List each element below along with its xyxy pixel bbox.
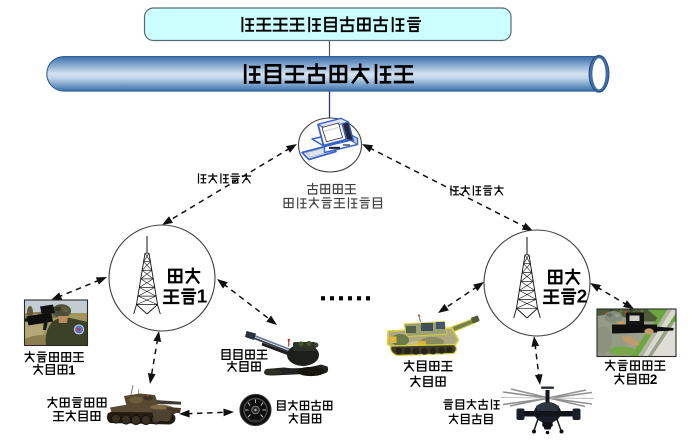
svg-text:1: 1 — [68, 363, 75, 378]
svg-text:2: 2 — [650, 372, 657, 387]
svg-text:2: 2 — [577, 287, 588, 308]
svg-text:1: 1 — [197, 287, 208, 308]
